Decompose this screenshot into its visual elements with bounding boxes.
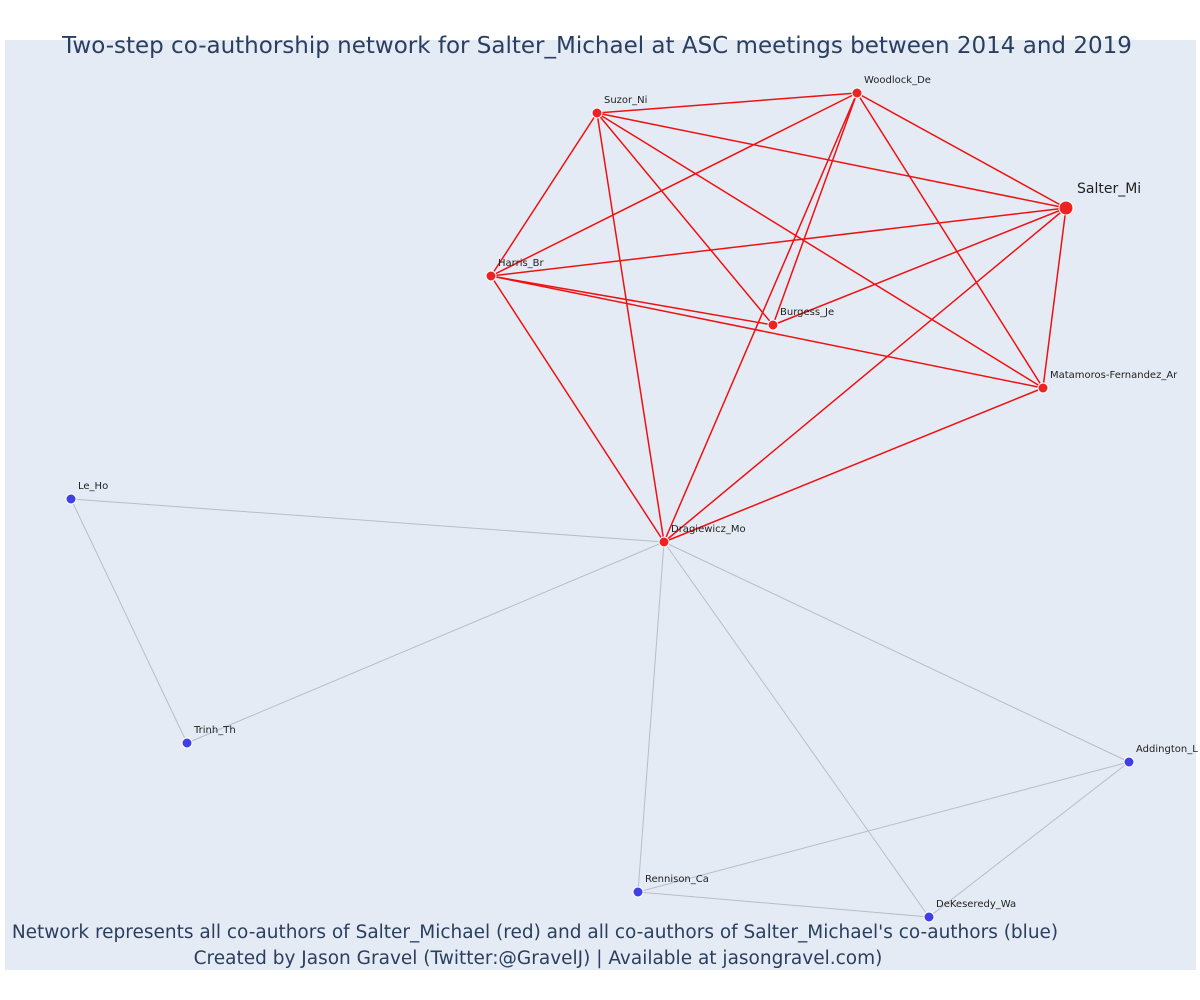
chart-title: Two-step co-authorship network for Salte… xyxy=(61,33,1132,59)
node-label-DeKeseredy_Wa: DeKeseredy_Wa xyxy=(936,899,1016,910)
edge-Rennison_Ca-DeKeseredy_Wa xyxy=(637,891,930,918)
edge-Dragiewicz_Mo-DeKeseredy_Wa xyxy=(663,541,930,918)
edge-Suzor_Ni-Burgess_Je xyxy=(596,112,774,326)
edge-Suzor_Ni-Dragiewicz_Mo xyxy=(596,112,665,543)
edge-Suzor_Ni-Matamoros-Fernandez_Ar xyxy=(596,112,1044,389)
edge-Salter_Mi-Suzor_Ni xyxy=(596,112,1067,209)
node-Harris_Br[interactable] xyxy=(485,270,497,282)
edge-Woodlock_De-Burgess_Je xyxy=(772,92,858,326)
edge-Addington_Lu-DeKeseredy_Wa xyxy=(928,761,1130,918)
node-label-Harris_Br: Harris_Br xyxy=(498,258,545,269)
edge-Addington_Lu-Rennison_Ca xyxy=(637,761,1130,893)
edge-Dragiewicz_Mo-Addington_Lu xyxy=(663,541,1130,763)
node-label-Le_Ho: Le_Ho xyxy=(78,481,108,492)
edge-Salter_Mi-Harris_Br xyxy=(490,207,1067,277)
edge-Salter_Mi-Woodlock_De xyxy=(856,92,1067,209)
node-label-Trinh_Th: Trinh_Th xyxy=(193,725,236,736)
edge-Harris_Br-Burgess_Je xyxy=(490,275,774,326)
node-label-Suzor_Ni: Suzor_Ni xyxy=(604,95,647,106)
caption-line-2: Created by Jason Gravel (Twitter:@Gravel… xyxy=(194,948,883,969)
node-label-Addington_Lu: Addington_L xyxy=(1136,744,1198,755)
edge-Le_Ho-Trinh_Th xyxy=(70,498,188,744)
edge-Salter_Mi-Dragiewicz_Mo xyxy=(663,207,1067,543)
node-Woodlock_De[interactable] xyxy=(851,87,863,99)
edge-Harris_Br-Matamoros-Fernandez_Ar xyxy=(490,275,1044,389)
edge-Dragiewicz_Mo-Rennison_Ca xyxy=(637,541,665,893)
plot-background xyxy=(5,40,1196,970)
node-Rennison_Ca[interactable] xyxy=(632,886,644,898)
node-Suzor_Ni[interactable] xyxy=(591,107,603,119)
node-label-Dragiewicz_Mo: Dragiewicz_Mo xyxy=(671,524,746,535)
node-Salter_Mi[interactable] xyxy=(1058,200,1074,216)
node-DeKeseredy_Wa[interactable] xyxy=(923,911,935,923)
edges-layer xyxy=(70,92,1130,918)
edge-Dragiewicz_Mo-Le_Ho xyxy=(70,498,665,543)
node-Matamoros-Fernandez_Ar[interactable] xyxy=(1037,382,1049,394)
node-label-Rennison_Ca: Rennison_Ca xyxy=(645,874,709,885)
labels-layer: Salter_Mi Woodlock_DeSuzor_NiHarris_BrBur… xyxy=(78,75,1198,910)
edge-Harris_Br-Dragiewicz_Mo xyxy=(490,275,665,543)
node-label-Burgess_Je: Burgess_Je xyxy=(780,307,834,318)
edge-Salter_Mi-Burgess_Je xyxy=(772,207,1067,326)
node-Dragiewicz_Mo[interactable] xyxy=(658,536,670,548)
node-Trinh_Th[interactable] xyxy=(181,737,193,749)
edge-Woodlock_De-Suzor_Ni xyxy=(596,92,858,114)
edge-Woodlock_De-Harris_Br xyxy=(490,92,858,277)
edge-Woodlock_De-Dragiewicz_Mo xyxy=(663,92,858,543)
edge-Dragiewicz_Mo-Trinh_Th xyxy=(186,541,665,744)
edge-Woodlock_De-Matamoros-Fernandez_Ar xyxy=(856,92,1044,389)
edge-Dragiewicz_Mo-Matamoros-Fernandez_Ar xyxy=(663,387,1044,543)
node-Burgess_Je[interactable] xyxy=(767,319,779,331)
node-Addington_Lu[interactable] xyxy=(1123,756,1135,768)
caption-line-1: Network represents all co-authors of Sal… xyxy=(12,922,1058,943)
edge-Suzor_Ni-Harris_Br xyxy=(490,112,598,277)
node-label-Salter_Mi: Salter_Mi xyxy=(1077,181,1141,197)
nodes-layer xyxy=(65,87,1135,923)
node-Le_Ho[interactable] xyxy=(65,493,77,505)
edge-Salter_Mi-Matamoros-Fernandez_Ar xyxy=(1042,207,1067,389)
node-label-Woodlock_De: Woodlock_De xyxy=(864,75,931,86)
node-label-Matamoros-Fernandez_Ar: Matamoros-Fernandez_Ar xyxy=(1050,370,1178,381)
